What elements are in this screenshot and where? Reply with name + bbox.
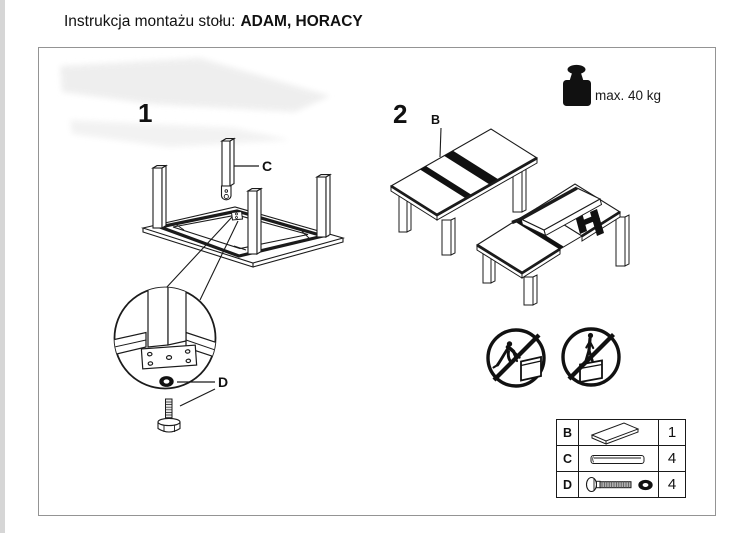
part-qty-c: 4 <box>658 445 686 472</box>
part-letter-d: D <box>556 471 579 498</box>
part-icon-cell <box>578 445 659 472</box>
title-prefix: Instrukcja montażu stołu: <box>64 13 236 30</box>
label-d: D <box>218 374 229 390</box>
title-models: ADAM, HORACY <box>240 13 363 30</box>
table-leg-icon <box>590 455 645 464</box>
step1-table-drawing <box>140 137 346 301</box>
weight-limit-note: max. 40 kg <box>595 88 662 103</box>
bolt-and-washer-icon <box>585 476 653 493</box>
label-c: C <box>262 158 273 174</box>
step2-number: 2 <box>393 99 408 129</box>
step1-number: 1 <box>138 98 153 128</box>
bolt <box>157 398 181 433</box>
part-letter-c: C <box>556 445 579 472</box>
step2-extended-table <box>475 183 630 306</box>
washer <box>159 376 174 387</box>
page-title: Instrukcja montażu stołu:ADAM, HORACY <box>64 13 363 31</box>
part-icon-cell <box>578 471 659 498</box>
tabletop-panel-icon <box>590 422 640 445</box>
magnifier-callout-lines <box>165 216 239 301</box>
parts-row-b: B 1 <box>556 419 686 446</box>
diagram-frame <box>38 47 716 516</box>
parts-row-c: C 4 <box>556 445 686 472</box>
magnifier-detail <box>113 286 217 407</box>
weight-kettlebell-icon <box>563 64 591 106</box>
label-b: B <box>431 113 441 127</box>
detached-leg <box>220 137 236 201</box>
leader-line-b <box>439 127 442 158</box>
no-climbing-on-table-icon <box>486 328 546 388</box>
parts-table: B 1 C 4 D <box>556 419 686 498</box>
leader-lines-d <box>177 381 216 407</box>
parts-row-d: D 4 <box>556 471 686 498</box>
scan-edge <box>0 0 5 533</box>
part-icon-cell <box>578 419 659 446</box>
part-qty-d: 4 <box>658 471 686 498</box>
step2-closed-table <box>389 127 539 256</box>
no-standing-on-table-icon <box>561 327 621 387</box>
part-qty-b: 1 <box>658 419 686 446</box>
watermark <box>60 58 330 147</box>
part-letter-b: B <box>556 419 579 446</box>
